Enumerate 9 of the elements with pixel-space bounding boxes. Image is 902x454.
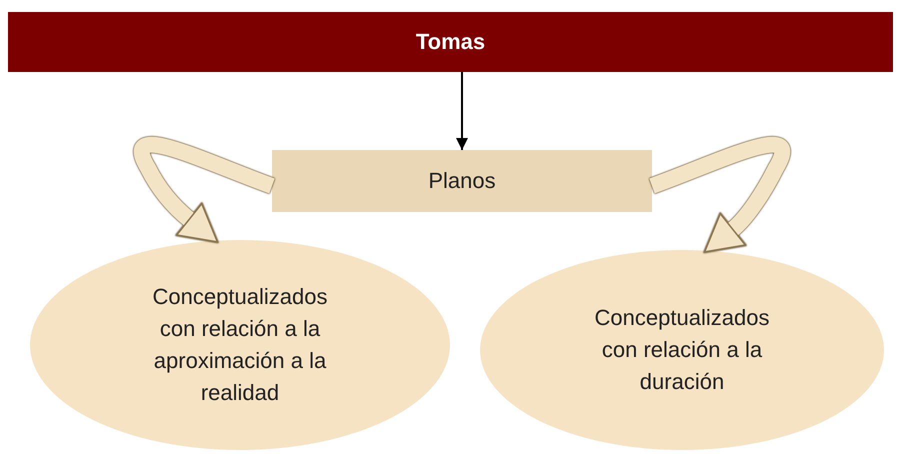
process-box — [272, 150, 652, 212]
curved-arrow — [134, 136, 275, 243]
node-label: Conceptualizados con relación a la aproximación a la realidad — [152, 283, 328, 407]
node-label: Tomas — [416, 29, 486, 55]
title-bar — [8, 12, 893, 72]
node-label: Planos — [428, 168, 496, 194]
node-label: Conceptualizados con relación a la duración — [594, 304, 770, 396]
curved-arrow — [649, 136, 790, 254]
arrow — [456, 72, 468, 150]
